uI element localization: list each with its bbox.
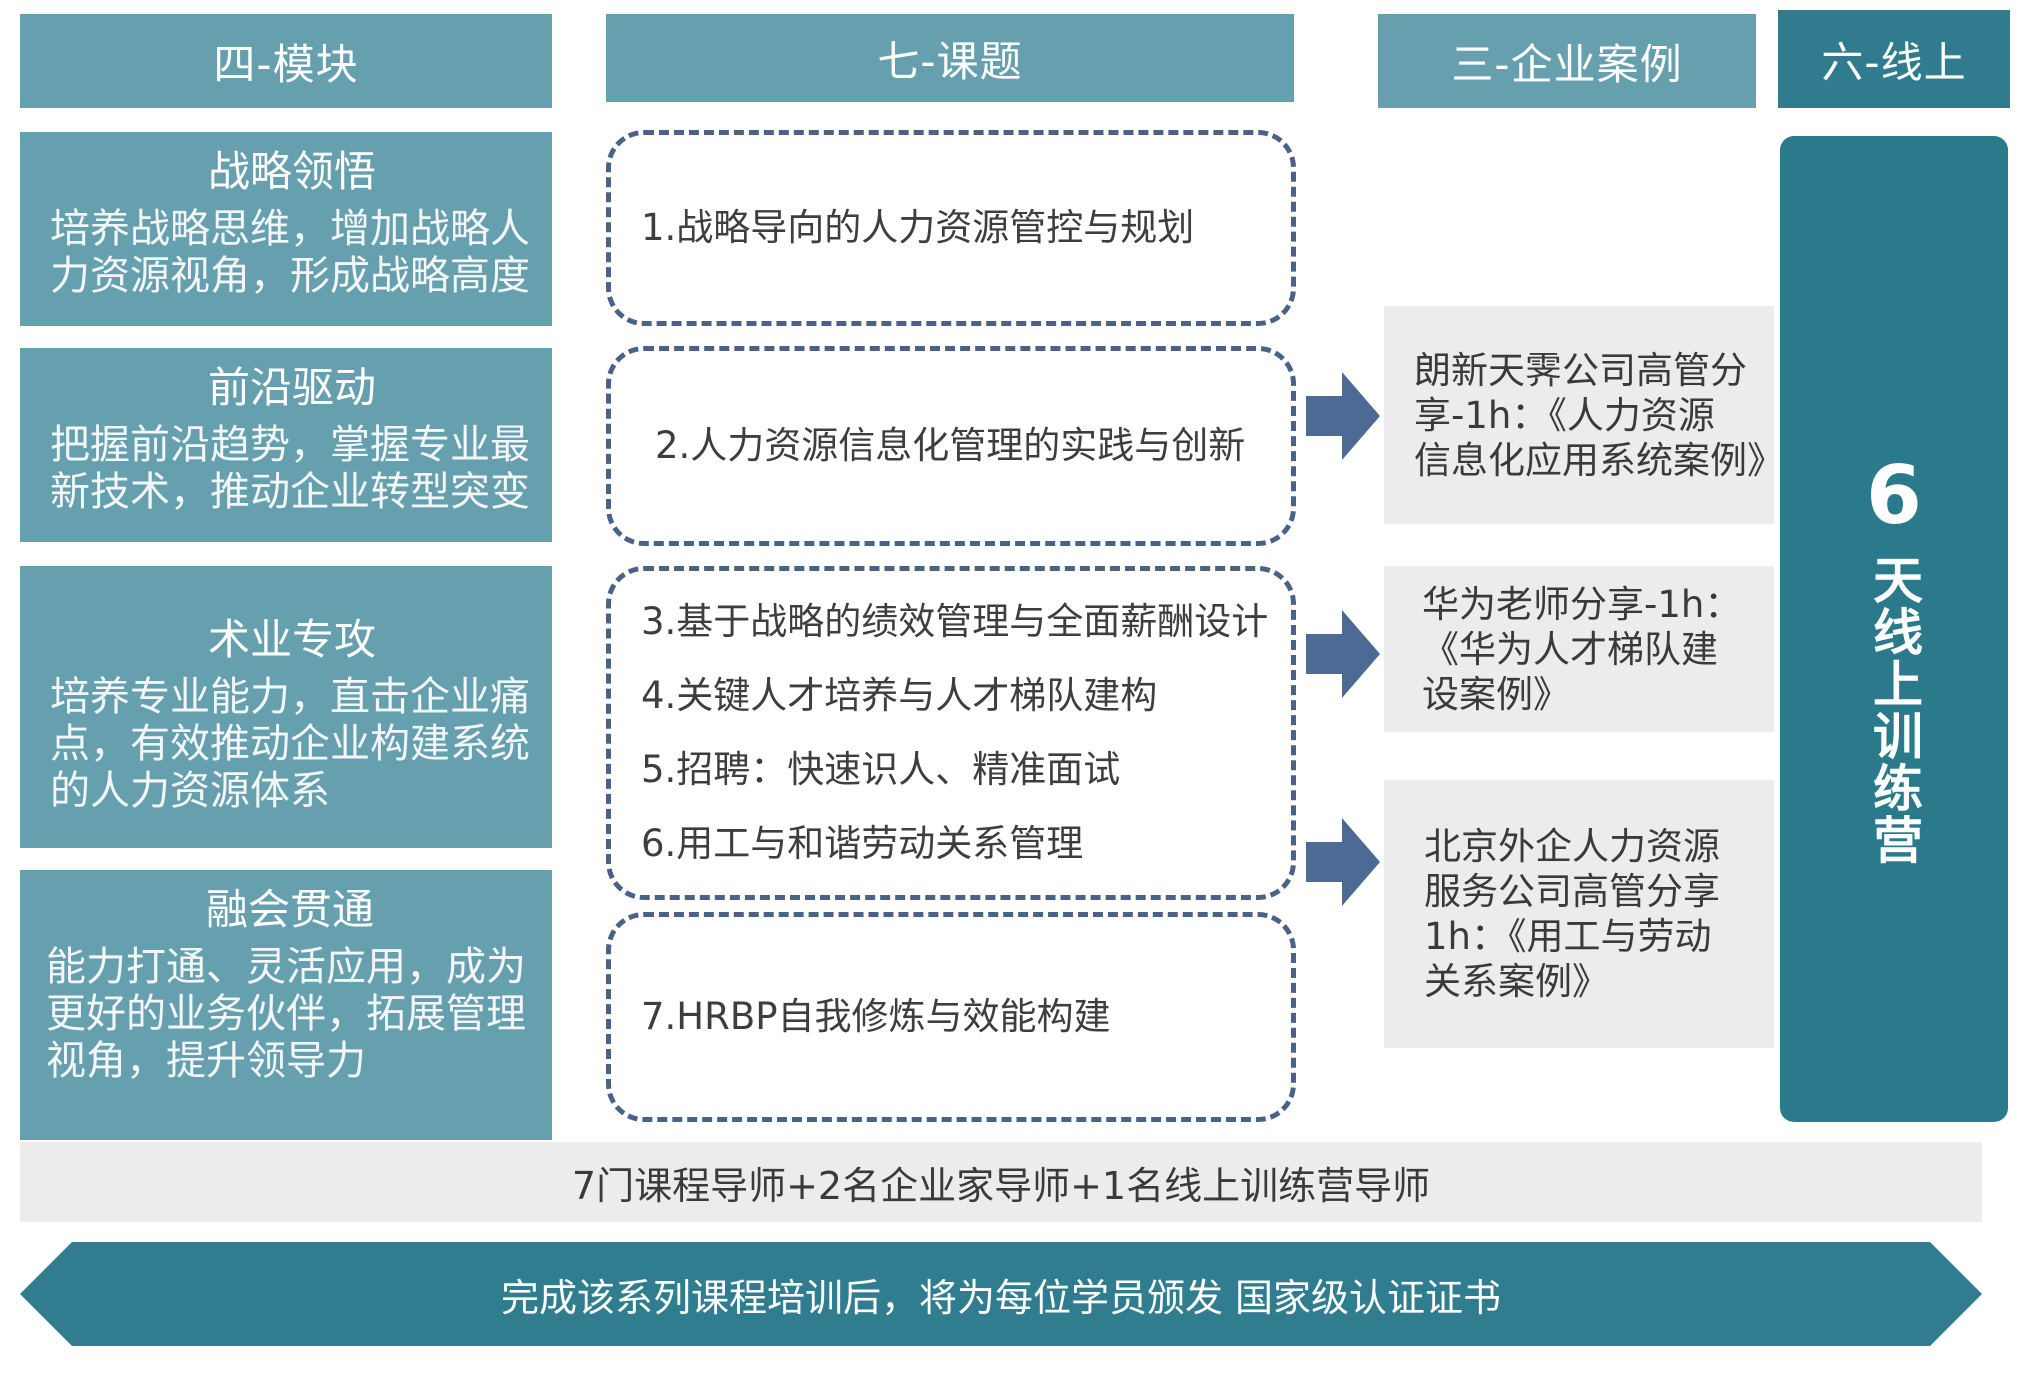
right-arrow-icon <box>1306 372 1380 460</box>
certificate-text: 完成该系列课程培训后，将为每位学员颁发 国家级认证证书 <box>500 1275 1502 1320</box>
case-text: 北京外企人力资源 服务公司高管分享 1h：《用工与劳动 关系案例》 <box>1424 824 1720 1004</box>
topic-box-3: 3.基于战略的绩效管理与全面薪酬设计 4.关键人才培养与人才梯队建构 5.招聘：… <box>606 566 1296 900</box>
header-cases-label: 三-企业案例 <box>1451 39 1683 89</box>
online-camp-bar: 6 天线上训练营 <box>1780 136 2008 1122</box>
mentors-bar: 7门课程导师+2名企业家导师+1名线上训练营导师 <box>20 1142 1982 1222</box>
case-line: 北京外企人力资源 <box>1424 825 1720 868</box>
case-line: 华为老师分享-1h： <box>1422 582 1742 626</box>
certificate-banner: 完成该系列课程培训后，将为每位学员颁发 国家级认证证书 <box>20 1242 1982 1346</box>
case-line: 设案例》 <box>1422 672 1570 716</box>
topic-box-1: 1.战略导向的人力资源管控与规划 <box>606 130 1296 326</box>
case-line: 服务公司高管分享 <box>1424 870 1720 913</box>
header-cases: 三-企业案例 <box>1378 14 1756 108</box>
case-text: 朗新天霁公司高管分 享-1h：《人力资源 信息化应用系统案例》 <box>1414 348 1784 483</box>
case-box-1: 朗新天霁公司高管分 享-1h：《人力资源 信息化应用系统案例》 <box>1384 306 1784 524</box>
topic-box-4: 7.HRBP自我修炼与效能构建 <box>606 912 1296 1122</box>
right-arrow-icon <box>1306 610 1380 698</box>
topic-item: 1.战略导向的人力资源管控与规划 <box>641 206 1195 249</box>
module-desc-line: 能力打通、灵活应用，成为 <box>46 944 526 990</box>
case-line: 朗新天霁公司高管分 <box>1414 348 1747 392</box>
header-topics-label: 七-课题 <box>877 36 1023 86</box>
online-camp-label: 天线上训练营 <box>1865 554 1923 866</box>
header-topics: 七-课题 <box>606 14 1294 102</box>
mentors-text: 7门课程导师+2名企业家导师+1名线上训练营导师 <box>571 1163 1431 1208</box>
module-desc-line: 培养专业能力，直击企业痛 <box>50 674 530 720</box>
module-desc-line: 视角，提升领导力 <box>46 1038 366 1084</box>
case-text: 华为老师分享-1h： 《华为人才梯队建 设案例》 <box>1422 582 1741 717</box>
module-desc-line: 新技术，推动企业转型突变 <box>50 469 530 515</box>
module-desc-line: 把握前沿趋势，掌握专业最 <box>50 422 530 468</box>
header-online: 六-线上 <box>1778 10 2010 108</box>
module-specialty: 术业专攻 培养专业能力，直击企业痛 点，有效推动企业构建系统 的人力资源体系 <box>20 566 552 848</box>
case-line: 关系案例》 <box>1424 960 1609 1003</box>
topic-item: 4.关键人才培养与人才梯队建构 <box>641 674 1158 717</box>
header-modules: 四-模块 <box>20 14 552 108</box>
case-line: 1h：《用工与劳动 <box>1424 915 1712 958</box>
topic-item: 5.招聘：快速识人、精准面试 <box>641 748 1121 791</box>
module-title: 融会贯通 <box>205 885 374 934</box>
topic-item: 7.HRBP自我修炼与效能构建 <box>641 995 1111 1038</box>
module-desc-line: 培养战略思维，增加战略人 <box>50 206 530 252</box>
topic-item: 3.基于战略的绩效管理与全面薪酬设计 <box>641 600 1269 643</box>
header-modules-label: 四-模块 <box>213 39 359 89</box>
case-line: 信息化应用系统案例》 <box>1414 438 1784 482</box>
case-box-3: 北京外企人力资源 服务公司高管分享 1h：《用工与劳动 关系案例》 <box>1384 780 1774 1048</box>
topic-item: 6.用工与和谐劳动关系管理 <box>641 822 1084 865</box>
module-desc-line: 的人力资源体系 <box>50 768 330 814</box>
right-arrow-icon <box>1306 818 1380 906</box>
module-desc-line: 力资源视角，形成战略高度 <box>50 253 530 299</box>
module-desc-line: 点，有效推动企业构建系统 <box>50 721 530 767</box>
topic-item: 2.人力资源信息化管理的实践与创新 <box>655 424 1246 467</box>
module-frontier: 前沿驱动 把握前沿趋势，掌握专业最 新技术，推动企业转型突变 <box>20 348 552 542</box>
module-integration: 融会贯通 能力打通、灵活应用，成为 更好的业务伙伴，拓展管理 视角，提升领导力 <box>20 870 552 1140</box>
case-line: 《华为人才梯队建 <box>1422 627 1718 671</box>
case-box-2: 华为老师分享-1h： 《华为人才梯队建 设案例》 <box>1384 566 1774 732</box>
module-title: 前沿驱动 <box>207 363 376 412</box>
banner-shape <box>20 1242 1982 1346</box>
topic-box-2: 2.人力资源信息化管理的实践与创新 <box>606 346 1296 546</box>
online-camp-days: 6 <box>1866 449 1922 542</box>
case-line: 享-1h：《人力资源 <box>1414 393 1715 437</box>
module-title: 术业专攻 <box>207 615 376 664</box>
header-online-label: 六-线上 <box>1821 37 1967 87</box>
module-strategy: 战略领悟 培养战略思维，增加战略人 力资源视角，形成战略高度 <box>20 132 552 326</box>
module-title: 战略领悟 <box>207 147 376 196</box>
module-desc-line: 更好的业务伙伴，拓展管理 <box>46 991 526 1037</box>
